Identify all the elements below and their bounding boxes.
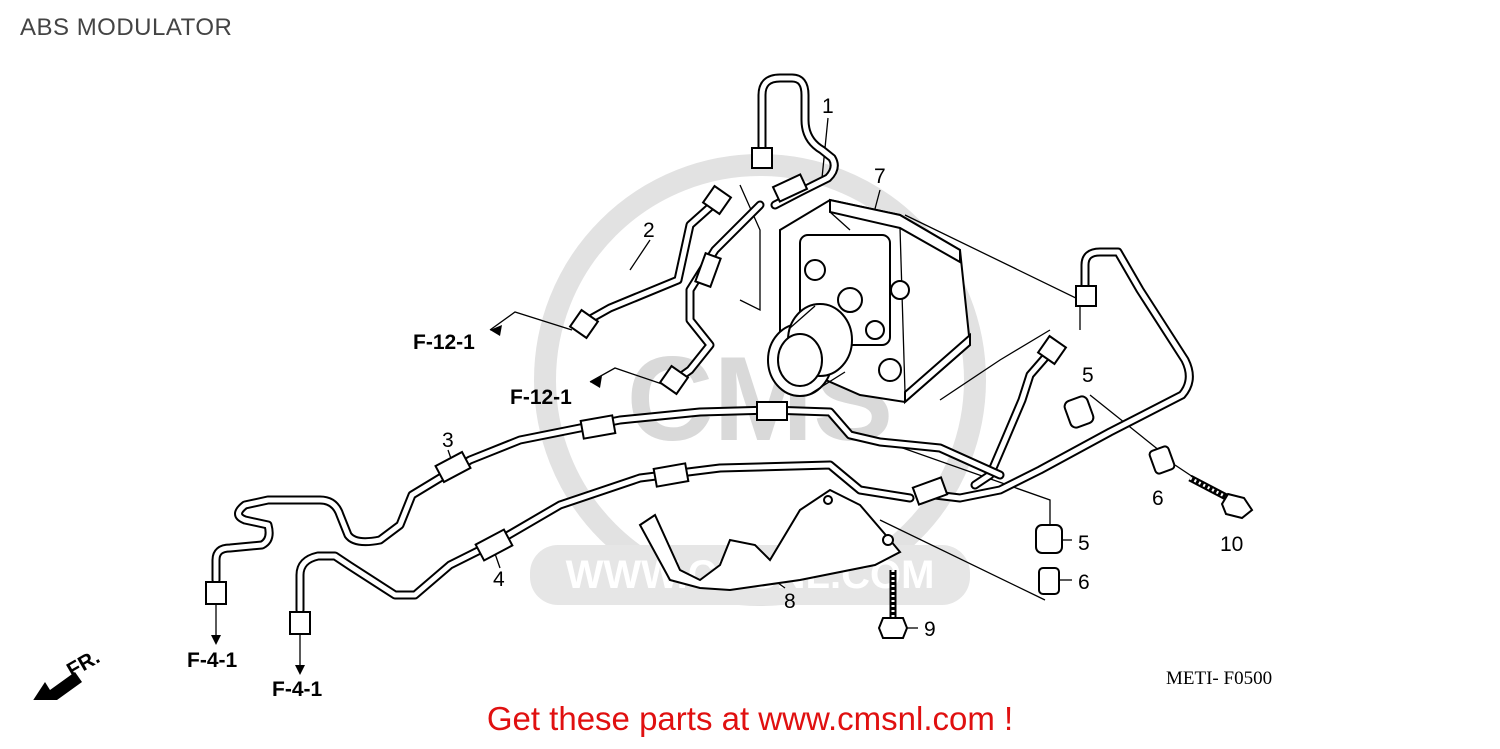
callout-8: 8 [784, 590, 796, 613]
callout-4: 4 [493, 568, 505, 591]
abs-modulator-unit [767, 198, 972, 405]
mounting-rubbers [1035, 395, 1176, 595]
ref-f41-left: F-4-1 [187, 649, 237, 672]
front-direction-icon: FR. [33, 645, 104, 700]
callout-6-upper: 6 [1152, 487, 1164, 510]
callout-9: 9 [924, 618, 936, 641]
reference-arrows [211, 325, 602, 675]
ref-f12-lower: F-12-1 [510, 386, 572, 409]
callout-7: 7 [874, 165, 886, 188]
page-title: ABS MODULATOR [20, 14, 233, 41]
callout-5-upper: 5 [1082, 364, 1094, 387]
callout-3: 3 [442, 429, 454, 452]
bracket [638, 488, 902, 592]
pipe-fittings [205, 147, 1097, 635]
brake-pipes [211, 73, 1194, 615]
callout-6-lower: 6 [1078, 571, 1090, 594]
callout-10: 10 [1220, 533, 1243, 556]
bolts [877, 474, 1254, 639]
pipe-grommets [434, 173, 949, 562]
diagram-code: METI- F0500 [1166, 668, 1272, 689]
promo-link[interactable]: Get these parts at www.cmsnl.com ! [486, 700, 1014, 737]
callout-5-lower: 5 [1078, 532, 1090, 555]
ref-f41-right: F-4-1 [272, 678, 322, 700]
callout-1: 1 [822, 95, 834, 118]
ref-f12-upper: F-12-1 [413, 331, 475, 354]
callout-2: 2 [643, 219, 655, 242]
parts-diagram: CMS WWW.CMSNL.COM [33, 73, 1272, 700]
